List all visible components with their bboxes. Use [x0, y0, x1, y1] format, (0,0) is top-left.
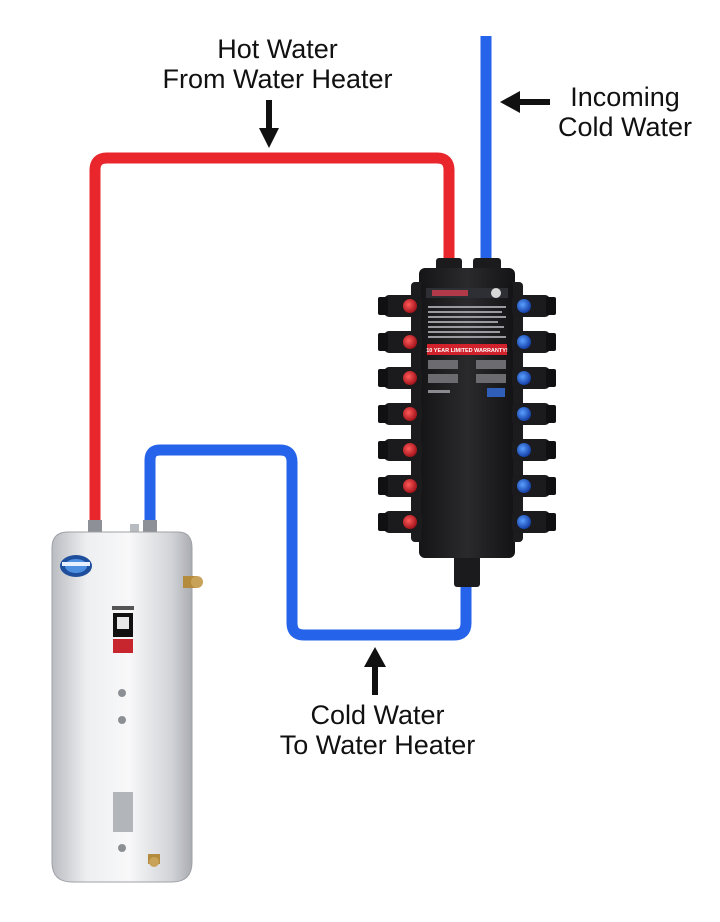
cold-to-heater-pipe — [144, 444, 472, 641]
cold-outlet-valve — [512, 439, 556, 461]
cold-to-heater-arrow — [364, 647, 386, 695]
incoming-cold-arrow — [500, 91, 550, 113]
cold-to-heater-label-line1: Cold Water — [310, 700, 445, 730]
hot-outlet-valve — [378, 511, 422, 533]
manifold-valves — [378, 295, 556, 533]
hot-outlet-valve — [378, 475, 422, 497]
water-heater — [51, 520, 203, 883]
cold-outlet-valve — [512, 475, 556, 497]
cold-outlet-valve — [512, 511, 556, 533]
cold-outlet-valve — [512, 331, 556, 353]
cold-to-heater-label-line2: To Water Heater — [279, 730, 476, 760]
cold-outlet-valve — [512, 403, 556, 425]
hot-outlet-valve — [378, 331, 422, 353]
incoming-cold-label-line1: Incoming — [570, 82, 680, 112]
cold-outlet-valve — [512, 367, 556, 389]
relief-valve-icon — [183, 576, 203, 588]
hot-outlet-valve — [378, 367, 422, 389]
drain-valve-icon — [148, 854, 160, 867]
hot-water-pipe — [89, 152, 455, 535]
cold-outlet-valve — [512, 295, 556, 317]
incoming-cold-label-line2: Cold Water — [557, 112, 693, 142]
hot-outlet-valve — [378, 295, 422, 317]
hot-water-label-line2: From Water Heater — [162, 64, 393, 94]
hot-water-arrow — [259, 100, 279, 148]
incoming-cold-label: Incoming Cold Water — [545, 82, 705, 142]
cold-to-heater-label: Cold Water To Water Heater — [255, 700, 500, 760]
warranty-banner: 10 YEAR LIMITED WARRANTY! — [426, 348, 508, 354]
hot-outlet-valve — [378, 439, 422, 461]
hot-water-label: Hot Water From Water Heater — [140, 34, 415, 94]
brand-badge-icon — [60, 555, 92, 577]
hot-outlet-valve — [378, 403, 422, 425]
hot-water-label-line1: Hot Water — [217, 34, 338, 64]
manifold: 10 YEAR LIMITED WARRANTY! — [378, 258, 556, 587]
